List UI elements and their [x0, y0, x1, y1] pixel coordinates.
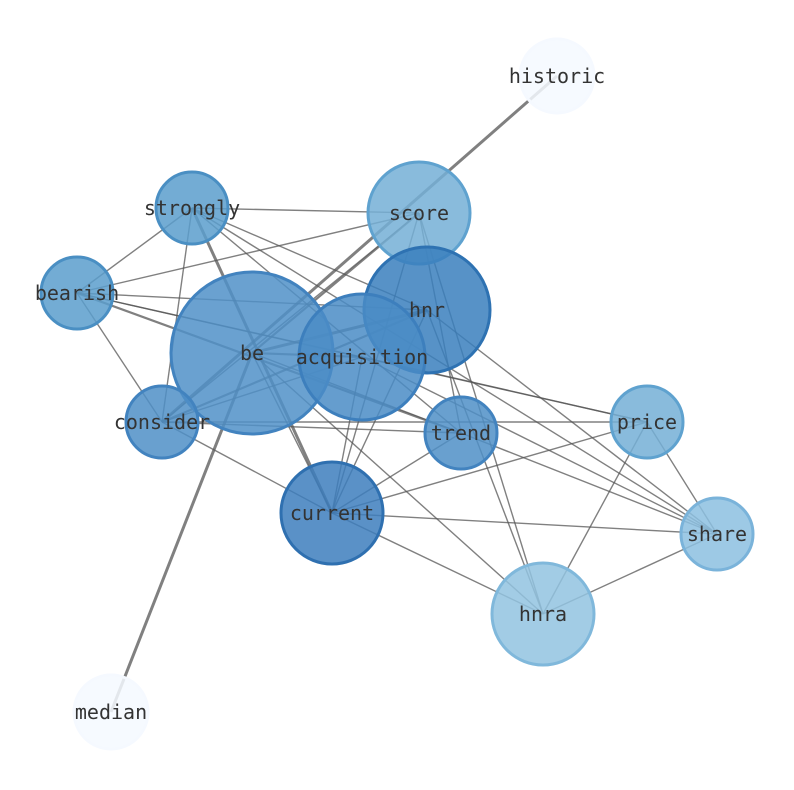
node-label-score: score — [389, 201, 449, 225]
edge-acquisition-share — [361, 356, 718, 535]
nodes-layer — [39, 37, 755, 751]
node-label-trend: trend — [431, 421, 491, 445]
node-label-historic: historic — [509, 64, 605, 88]
node-trend[interactable] — [423, 395, 499, 471]
node-price[interactable] — [609, 384, 685, 460]
node-label-strongly: strongly — [144, 196, 240, 220]
node-consider[interactable] — [124, 384, 200, 460]
node-historic[interactable] — [518, 37, 596, 115]
node-share[interactable] — [679, 496, 755, 572]
node-label-median: median — [75, 700, 147, 724]
node-label-share: share — [687, 522, 747, 546]
node-label-acquisition: acquisition — [296, 345, 428, 369]
node-hnra[interactable] — [490, 561, 596, 667]
node-median[interactable] — [72, 673, 150, 751]
edge-trend-share — [460, 432, 718, 535]
node-acquisition[interactable] — [297, 292, 427, 422]
node-label-consider: consider — [114, 410, 210, 434]
labels-layer: historic strongly score bearish hnr be acquisi… — [35, 64, 747, 724]
node-label-current: current — [290, 501, 374, 525]
node-label-hnra: hnra — [519, 602, 567, 626]
node-label-be: be — [240, 341, 264, 365]
node-bearish[interactable] — [39, 255, 115, 331]
edge-price-current — [331, 421, 648, 514]
node-label-hnr: hnr — [409, 298, 445, 322]
node-current[interactable] — [279, 460, 385, 566]
edge-score-bearish — [76, 212, 420, 294]
node-label-bearish: bearish — [35, 281, 119, 305]
node-strongly[interactable] — [154, 170, 230, 246]
edge-strongly-share — [191, 207, 718, 535]
node-label-price: price — [617, 410, 677, 434]
edge-current-share — [331, 512, 718, 535]
